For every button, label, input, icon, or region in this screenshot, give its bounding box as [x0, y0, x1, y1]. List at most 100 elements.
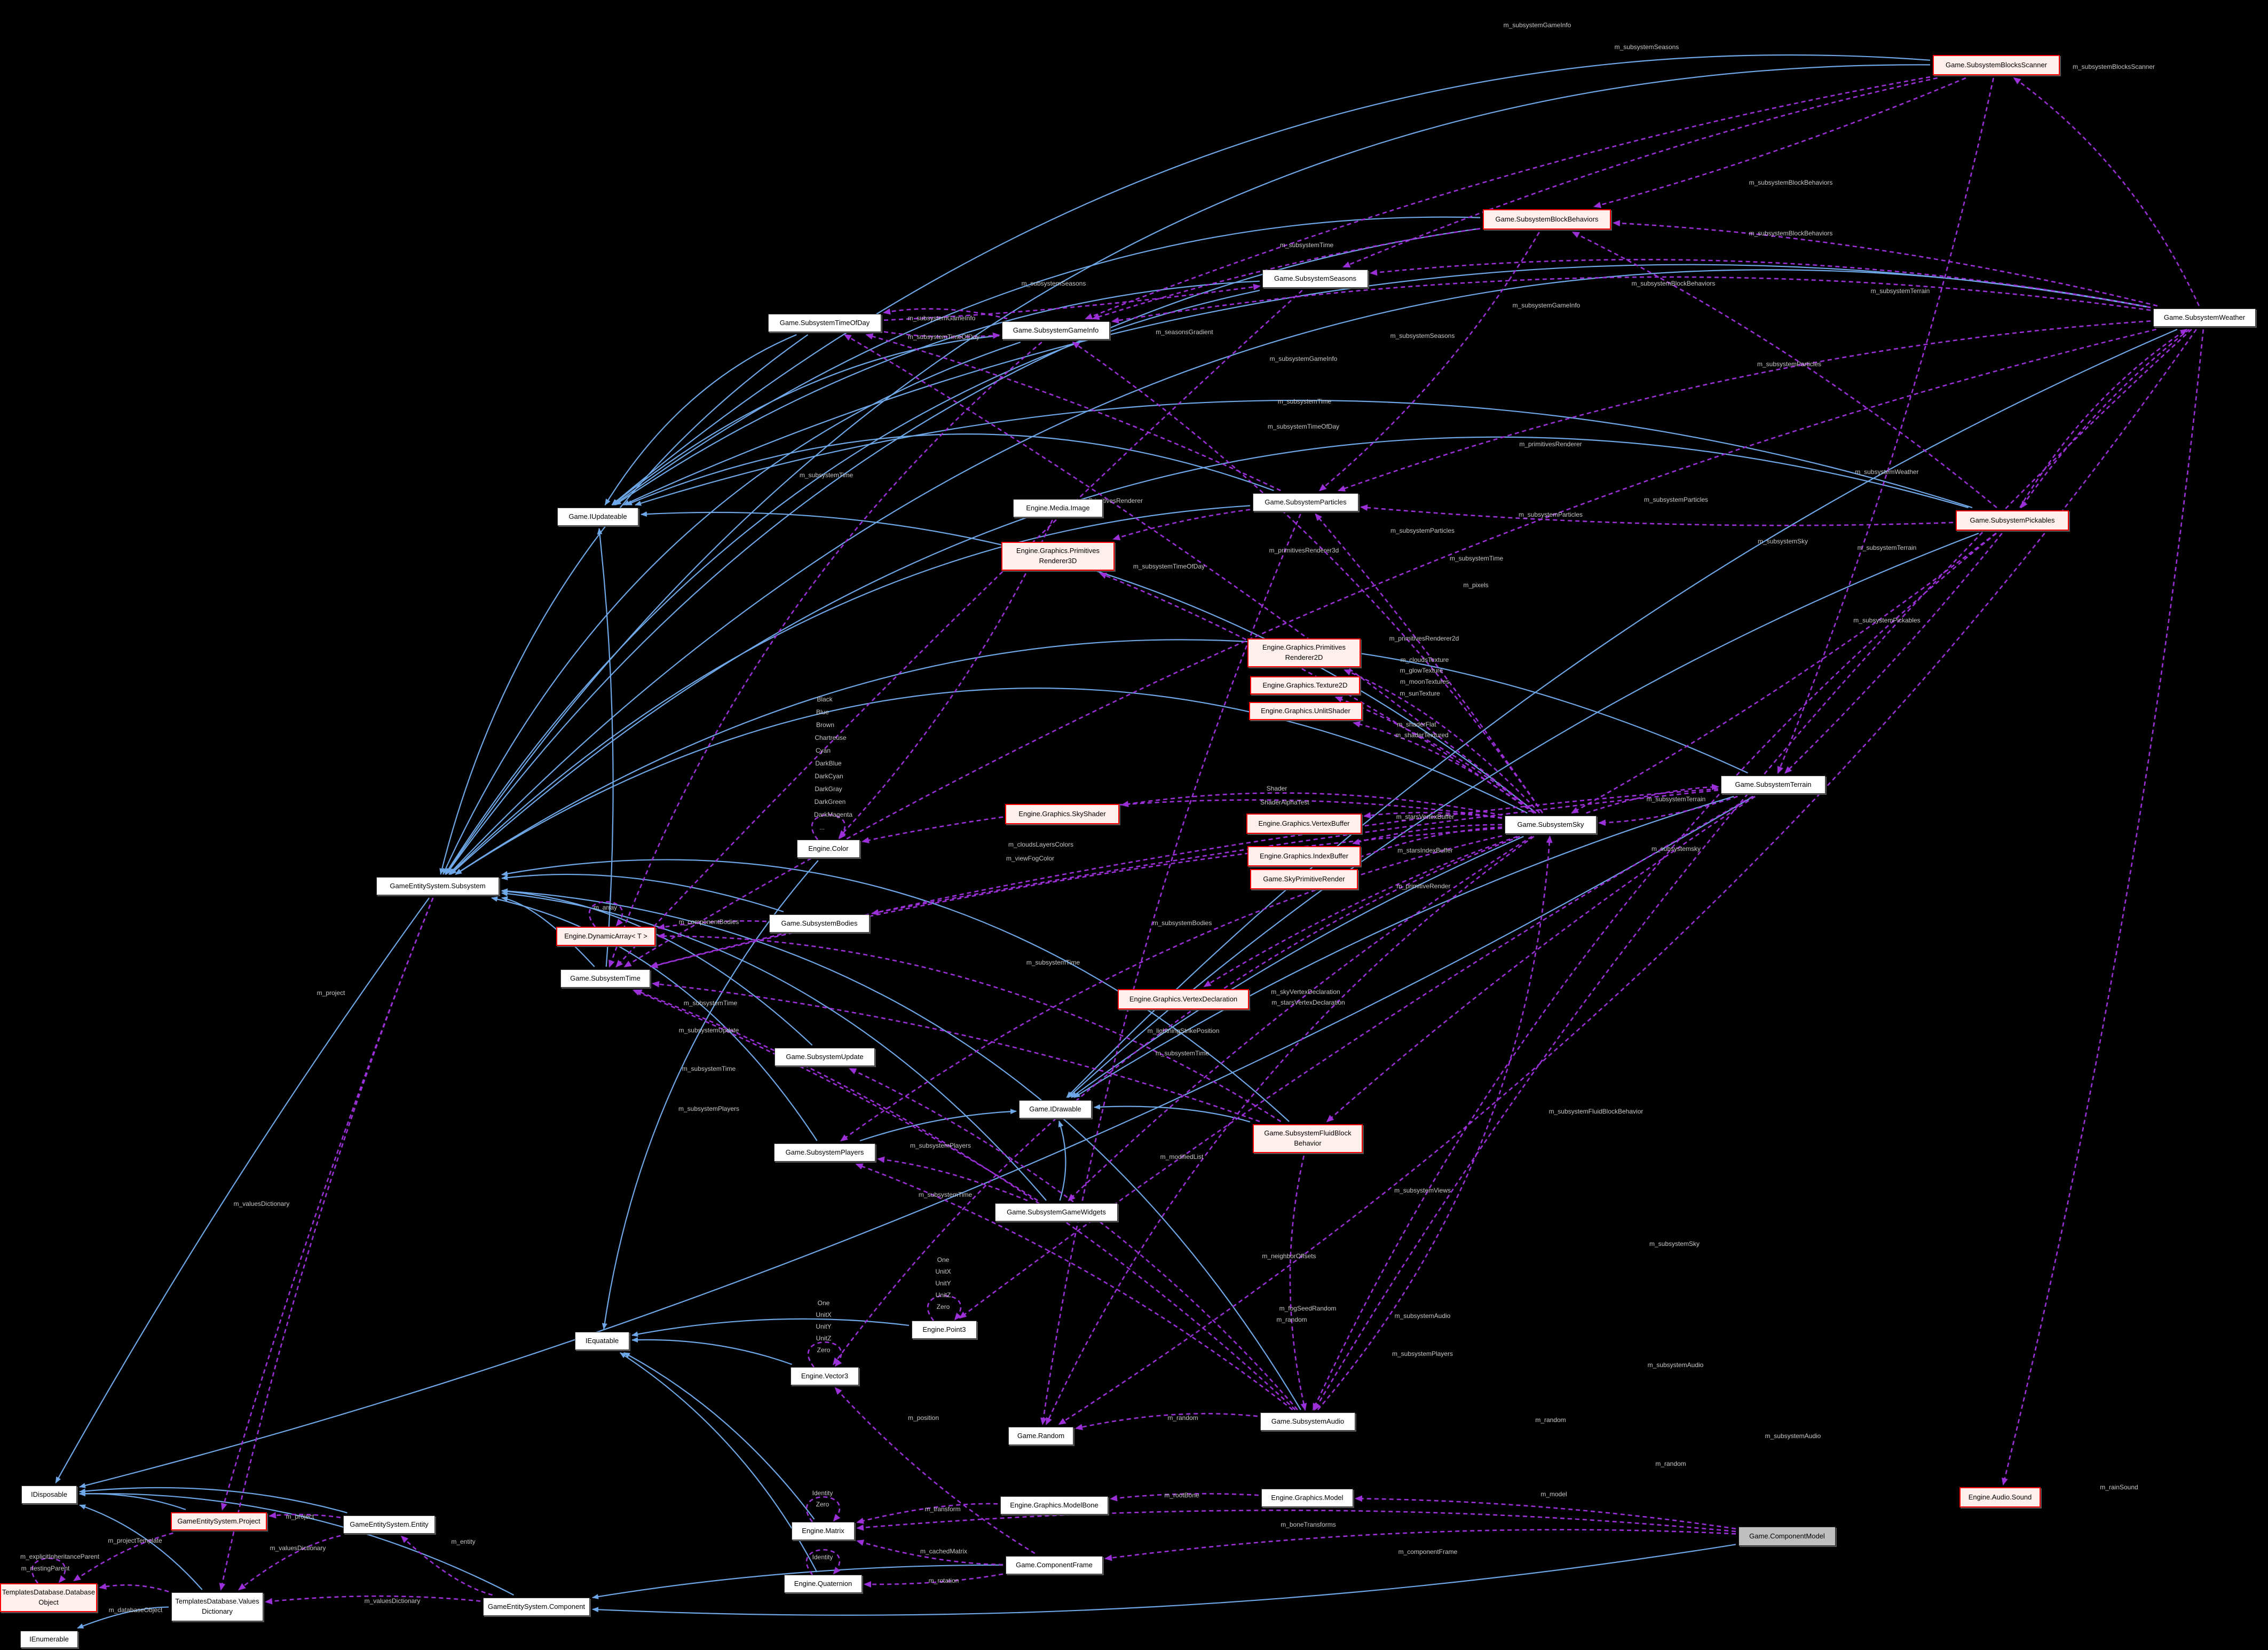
usage-edge: [1068, 835, 1532, 1202]
usage-edge: [1353, 721, 1535, 814]
node-idrawable[interactable]: Game.IDrawable: [1019, 1100, 1092, 1118]
node-component[interactable]: GameEntitySystem.Component: [483, 1598, 590, 1616]
inheritance-edge: [631, 1337, 793, 1365]
node-label: Dictionary: [202, 1607, 233, 1615]
edge-label: Blue: [816, 708, 829, 716]
node-label: Object: [38, 1598, 59, 1606]
node-quaternion[interactable]: Engine.Quaternion: [784, 1575, 862, 1593]
node-gamewidgets[interactable]: Game.SubsystemGameWidgets: [995, 1203, 1118, 1221]
node-iupdateable[interactable]: Game.IUpdateable: [557, 508, 638, 526]
node-random[interactable]: Game.Random: [1008, 1427, 1073, 1445]
node-sound[interactable]: Engine.Audio.Sound: [1959, 1487, 2041, 1507]
edge-label: m_subsystemGameInfo: [907, 314, 976, 322]
edge-label: ...: [819, 824, 825, 831]
node-project[interactable]: GameEntitySystem.Project: [171, 1512, 267, 1530]
node-label: Engine.Color: [808, 844, 849, 852]
node-blockbehaviors[interactable]: Game.SubsystemBlockBehaviors: [1483, 209, 1611, 230]
node-sky[interactable]: Game.SubsystemSky: [1505, 816, 1597, 834]
edge-label: UnitX: [935, 1268, 951, 1275]
usage-edge: [652, 981, 1260, 1123]
node-vertexdecl[interactable]: Engine.Graphics.VertexDeclaration: [1118, 989, 1249, 1009]
usage-edge: [1092, 228, 1481, 320]
node-vertexbuffer[interactable]: Engine.Graphics.VertexBuffer: [1246, 814, 1362, 834]
node-subsystem[interactable]: GameEntitySystem.Subsystem: [376, 877, 499, 895]
usage-edge: [1586, 784, 1719, 814]
edge-label: m_shaderTextured: [1395, 731, 1449, 739]
node-matrix[interactable]: Engine.Matrix: [792, 1522, 855, 1540]
node-terrain[interactable]: Game.SubsystemTerrain: [1721, 776, 1826, 794]
inheritance-edge: [79, 796, 1754, 1488]
node-update[interactable]: Game.SubsystemUpdate: [775, 1048, 875, 1066]
usage-edge: [871, 790, 1719, 915]
node-vector3[interactable]: Engine.Vector3: [791, 1367, 859, 1385]
node-componentframe[interactable]: Game.ComponentFrame: [1006, 1556, 1103, 1574]
node-label: Engine.Media.Image: [1026, 503, 1090, 512]
node-audio[interactable]: Game.SubsystemAudio: [1260, 1412, 1355, 1431]
node-entity[interactable]: GameEntitySystem.Entity: [343, 1515, 435, 1534]
edge-label: ShaderAlphaTest: [1260, 799, 1309, 806]
node-skyshader[interactable]: Engine.Graphics.SkyShader: [1005, 804, 1119, 824]
edge-label: m_valuesDictionary: [270, 1544, 326, 1552]
node-dynamicarray[interactable]: Engine.DynamicArray< T >: [556, 927, 655, 946]
node-label: Engine.Graphics.Primitives: [1016, 547, 1100, 555]
node-componentmodel[interactable]: Game.ComponentModel: [1738, 1527, 1836, 1546]
node-indexbuffer[interactable]: Engine.Graphics.IndexBuffer: [1247, 846, 1361, 866]
node-iequatable[interactable]: IEquatable: [575, 1332, 629, 1350]
node-label: Game.SubsystemTimeOfDay: [779, 318, 870, 327]
node-color[interactable]: Engine.Color: [797, 840, 860, 858]
node-timeofday[interactable]: Game.SubsystemTimeOfDay: [768, 314, 881, 332]
node-idisposable[interactable]: IDisposable: [21, 1486, 77, 1504]
self-usage-edge: [805, 1549, 841, 1575]
usage-edge: [615, 290, 1303, 968]
node-time[interactable]: Game.SubsystemTime: [560, 969, 650, 988]
node-particles[interactable]: Game.SubsystemParticles: [1253, 493, 1358, 511]
node-weather[interactable]: Game.SubsystemWeather: [2153, 309, 2256, 327]
edge-label: m_subsystemTime: [1277, 398, 1332, 405]
usage-edge: [833, 835, 1520, 1365]
node-blocksscanner[interactable]: Game.SubsystemBlocksScanner: [1933, 55, 2060, 75]
node-mediaimage[interactable]: Engine.Media.Image: [1013, 499, 1103, 517]
inheritance-edge: [611, 54, 1931, 506]
edge-label: m_random: [1535, 1416, 1566, 1424]
node-label: Game.IDrawable: [1029, 1104, 1081, 1113]
node-label: GameEntitySystem.Component: [487, 1602, 586, 1610]
usage-edge: [2019, 328, 2188, 508]
node-seasons[interactable]: Game.SubsystemSeasons: [1262, 270, 1368, 288]
edge-label: m_subsystemPlayers: [1392, 1350, 1453, 1357]
usage-edge: [1072, 341, 1543, 814]
usage-edge: [1784, 533, 2003, 774]
node-point3[interactable]: Engine.Point3: [912, 1321, 977, 1339]
usage-edge: [1334, 696, 1536, 814]
node-modelbone[interactable]: Engine.Graphics.ModelBone: [1000, 1496, 1108, 1514]
node-label: Engine.Vector3: [801, 1371, 849, 1380]
edge-label: m_viewFogColor: [1006, 855, 1055, 862]
node-texture2d[interactable]: Engine.Graphics.Texture2D: [1250, 676, 1360, 694]
node-bodies[interactable]: Game.SubsystemBodies: [769, 914, 870, 933]
node-pickables[interactable]: Game.SubsystemPickables: [1956, 510, 2069, 531]
node-model[interactable]: Engine.Graphics.Model: [1261, 1489, 1353, 1507]
usage-edge: [1110, 1493, 1259, 1502]
node-gameinfo[interactable]: Game.SubsystemGameInfo: [1002, 321, 1110, 340]
edge-label: m_random: [1276, 1316, 1307, 1323]
edge-label: m_cachedMatrix: [920, 1548, 968, 1555]
node-ienumerable[interactable]: IEnumerable: [20, 1631, 78, 1648]
edge-label: Cyan: [815, 747, 831, 754]
self-usage-edge: [805, 1496, 841, 1522]
inheritance-edge: [501, 888, 1301, 1410]
edge-label: m_subsystemParticles: [1518, 511, 1583, 518]
node-label: Engine.Graphics.IndexBuffer: [1260, 851, 1348, 860]
edge-label: m_subsystemTime: [682, 1065, 736, 1072]
node-players[interactable]: Game.SubsystemPlayers: [774, 1143, 875, 1162]
node-skyprimitive[interactable]: Game.SkyPrimitiveRender: [1250, 869, 1358, 889]
usage-edge: [1326, 795, 1756, 1123]
edge-label: UnitY: [816, 1323, 832, 1330]
usage-edge: [1370, 259, 2151, 309]
node-unlitshader[interactable]: Engine.Graphics.UnlitShader: [1249, 702, 1362, 720]
edge-label: DarkMagenta: [813, 811, 853, 818]
node-label: Game.SkyPrimitiveRender: [1263, 874, 1345, 883]
